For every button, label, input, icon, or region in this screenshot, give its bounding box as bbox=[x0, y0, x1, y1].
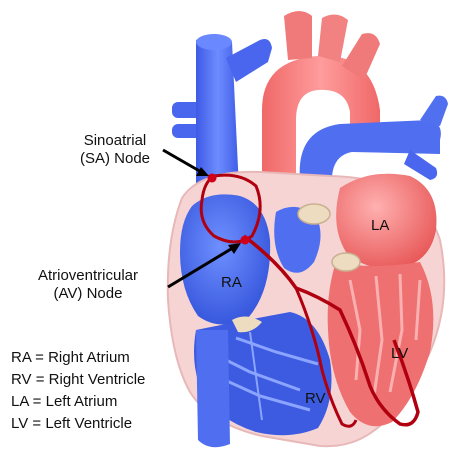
inferior-vena-cava bbox=[196, 330, 230, 447]
legend-item: RA = Right Atrium bbox=[11, 347, 145, 369]
chamber-label-rv: RV bbox=[305, 390, 326, 407]
sa-node-label-line1: Sinoatrial bbox=[60, 132, 170, 150]
sa-node-label: Sinoatrial (SA) Node bbox=[60, 132, 170, 168]
av-node-marker bbox=[241, 236, 250, 245]
av-node-label-line2: (AV) Node bbox=[14, 285, 162, 303]
right-atrium bbox=[180, 194, 270, 324]
av-node-label-line1: Atrioventricular bbox=[14, 267, 162, 285]
sa-node-marker bbox=[208, 174, 217, 183]
legend-item: LA = Left Atrium bbox=[11, 391, 145, 413]
chamber-label-ra: RA bbox=[221, 274, 242, 291]
sa-node-label-line2: (SA) Node bbox=[60, 150, 170, 168]
av-node-label: Atrioventricular (AV) Node bbox=[14, 267, 162, 303]
legend-item: RV = Right Ventricle bbox=[11, 369, 145, 391]
legend: RA = Right Atrium RV = Right Ventricle L… bbox=[11, 347, 145, 435]
chamber-label-lv: LV bbox=[391, 345, 408, 362]
chamber-label-la: LA bbox=[371, 217, 389, 234]
legend-item: LV = Left Ventricle bbox=[11, 413, 145, 435]
